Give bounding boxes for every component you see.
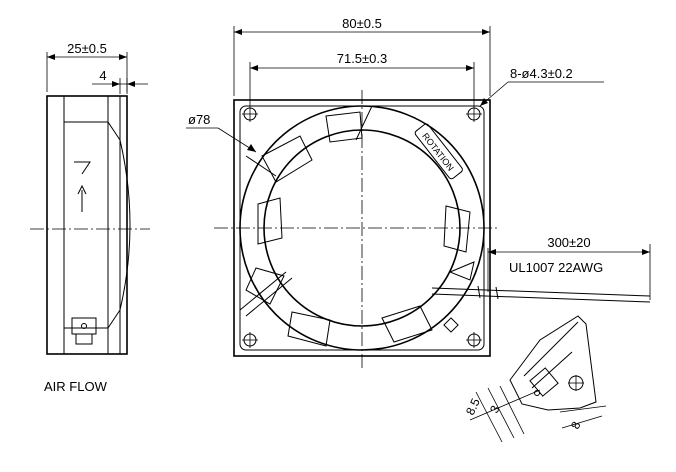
air-flow-label: AIR FLOW	[44, 379, 108, 394]
flow-direction-icon	[74, 161, 91, 175]
venturi-diameter-label: ø78	[188, 112, 210, 127]
mounting-hole	[466, 106, 482, 122]
lead-length-label: 300±20	[547, 235, 590, 250]
flange-label: 4	[99, 68, 106, 83]
dim-flange: 4	[92, 68, 148, 94]
mounting-hole	[466, 332, 482, 348]
mounting-holes-label: 8-ø4.3±0.2	[510, 66, 573, 81]
rotation-direction-icon	[77, 184, 87, 212]
hole-spacing-label: 71.5±0.3	[337, 51, 388, 66]
side-view	[30, 95, 150, 355]
overall-width-label: 80±0.5	[342, 16, 382, 31]
dim-overall-width: 80±0.5	[233, 16, 491, 96]
dim-hole-spacing: 71.5±0.3	[249, 51, 475, 106]
dim-mounting-holes: 8-ø4.3±0.2	[479, 66, 604, 107]
overall-depth-label: 25±0.5	[67, 41, 107, 56]
dim-lead-length: 300±20 UL1007 22AWG	[487, 235, 651, 300]
wire-spec-label: UL1007 22AWG	[509, 260, 603, 275]
detail-dim-a-label: 8.5	[463, 396, 483, 417]
dim-venturi: ø78	[186, 112, 257, 153]
detail-dim-c-label: 8	[568, 419, 584, 431]
front-view: ROTATION	[214, 90, 651, 370]
dim-overall-depth: 25±0.5	[46, 41, 128, 92]
mounting-hole	[242, 106, 258, 122]
detail-dim-b-label: 3	[487, 403, 503, 415]
mounting-hole	[242, 332, 258, 348]
side-body-outline	[46, 95, 128, 355]
